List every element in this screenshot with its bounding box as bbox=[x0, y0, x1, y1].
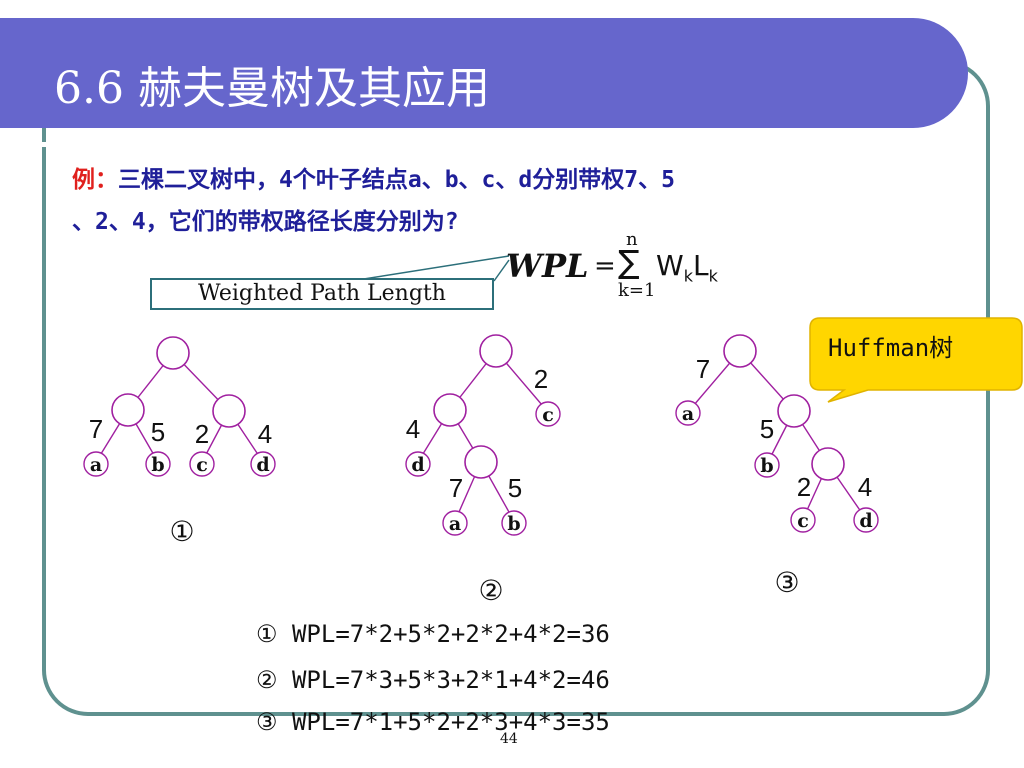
weight-subscript: k bbox=[683, 266, 693, 286]
weight-label: 4 bbox=[406, 414, 420, 444]
callout-shape bbox=[809, 317, 1023, 403]
leaf-label: a bbox=[449, 513, 461, 535]
leaf-label: b bbox=[507, 513, 520, 535]
leaf-nodes bbox=[83, 400, 879, 536]
leaf-label: d bbox=[411, 454, 424, 476]
tree-1-label: ① bbox=[169, 515, 194, 548]
tree-2-edges bbox=[417, 350, 549, 522]
wpl-result-1: ① WPL=7*2+5*2+2*2+4*2=36 bbox=[256, 620, 610, 648]
weight-label: 5 bbox=[760, 414, 774, 444]
tree-number-labels: ① ② ③ bbox=[169, 515, 799, 607]
formula-term: WkLk bbox=[656, 249, 718, 286]
weight-label: 7 bbox=[449, 473, 463, 503]
tree-3-leaf bbox=[790, 507, 816, 533]
tree-3-internal-node bbox=[777, 394, 811, 428]
title-bar: 6.6 赫夫曼树及其应用 bbox=[0, 18, 968, 147]
weight-label: 7 bbox=[89, 414, 103, 444]
slide-number: 44 bbox=[500, 731, 518, 747]
leaf-label: a bbox=[682, 403, 694, 425]
tree-3-leaf bbox=[853, 507, 879, 533]
weight-symbol: W bbox=[656, 249, 684, 282]
sigma-symbol: ∑ bbox=[618, 243, 640, 281]
tree-2-leaf bbox=[442, 510, 468, 536]
weight-label: 5 bbox=[508, 473, 522, 503]
leaf-label: c bbox=[196, 454, 208, 476]
leaf-label: b bbox=[760, 455, 773, 477]
connector-line-2 bbox=[350, 255, 510, 282]
wpl-note-box: Weighted Path Length bbox=[150, 278, 494, 310]
tree-1-leaf bbox=[189, 451, 215, 477]
callout-text: Huffman树 bbox=[828, 334, 954, 362]
intro-line-1: 例：三棵二叉树中，4个叶子结点a、b、c、d分别带权7、5 bbox=[72, 160, 675, 194]
leaf-label: d bbox=[859, 510, 872, 532]
tree-3-internal-node bbox=[811, 447, 845, 481]
tree-1-root-node bbox=[156, 336, 190, 370]
tree-2-label: ② bbox=[478, 574, 503, 607]
intro-text-1: 三棵二叉树中，4个叶子结点a、b、c、d分别带权7、5 bbox=[118, 167, 675, 193]
tree-3-leaf bbox=[675, 400, 701, 426]
weight-label: 2 bbox=[797, 472, 811, 502]
formula-equals: = bbox=[594, 251, 616, 281]
title-underline bbox=[0, 142, 918, 147]
leaf-labels: a b c d d c a b a b c d bbox=[90, 403, 873, 535]
tree-1-leaf bbox=[83, 451, 109, 477]
length-subscript: k bbox=[708, 266, 718, 286]
connector-line-1 bbox=[493, 259, 510, 282]
intro-line-2: 、2、4，它们的带权路径长度分别为? bbox=[72, 209, 459, 235]
sum-upper-bound: n bbox=[626, 229, 638, 250]
sum-lower-bound: k=1 bbox=[618, 280, 656, 301]
weight-label: 7 bbox=[696, 354, 710, 384]
weight-label: 4 bbox=[858, 472, 872, 502]
tree-1-internal-node bbox=[212, 394, 246, 428]
wpl-result-3: ③ WPL=7*1+5*2+2*3+4*3=35 bbox=[256, 708, 610, 736]
tree-2-internal-node bbox=[433, 393, 467, 427]
wpl-formula: WPL = n ∑ k=1 WkLk bbox=[506, 229, 756, 305]
tree-2-internal-node bbox=[464, 445, 498, 479]
leaf-label: c bbox=[542, 404, 554, 426]
tree-3-edges bbox=[687, 350, 867, 520]
wpl-label: WPL bbox=[506, 247, 589, 285]
tree-1-leaf bbox=[145, 451, 171, 477]
weight-labels: 7 5 2 4 4 2 7 5 7 5 2 4 bbox=[89, 354, 872, 503]
tree-2-leaf bbox=[405, 451, 431, 477]
tree-2-root-node bbox=[479, 334, 513, 368]
weight-label: 2 bbox=[195, 419, 209, 449]
leaf-label: c bbox=[797, 510, 809, 532]
tree-1-internal-node bbox=[111, 393, 145, 427]
leaf-label: a bbox=[90, 454, 102, 476]
leaf-label: d bbox=[256, 454, 269, 476]
tree-1-leaf bbox=[250, 451, 276, 477]
weight-label: 2 bbox=[534, 364, 548, 394]
tree-2-leaf bbox=[535, 401, 561, 427]
tree-3-leaf bbox=[754, 452, 780, 478]
tree-3-root-node bbox=[723, 334, 757, 368]
internal-nodes bbox=[111, 334, 845, 481]
weight-label: 5 bbox=[151, 417, 165, 447]
tree-2-leaf bbox=[501, 510, 527, 536]
leaf-label: b bbox=[151, 454, 164, 476]
huffman-callout: Huffman树 bbox=[809, 317, 1023, 403]
length-symbol: L bbox=[692, 249, 709, 282]
page-title: 6.6 赫夫曼树及其应用 bbox=[54, 63, 490, 114]
wpl-result-2: ② WPL=7*3+5*3+2*1+4*2=46 bbox=[256, 666, 610, 694]
example-lead: 例： bbox=[72, 167, 118, 193]
weight-label: 4 bbox=[258, 419, 272, 449]
tree-3-label: ③ bbox=[774, 566, 799, 599]
